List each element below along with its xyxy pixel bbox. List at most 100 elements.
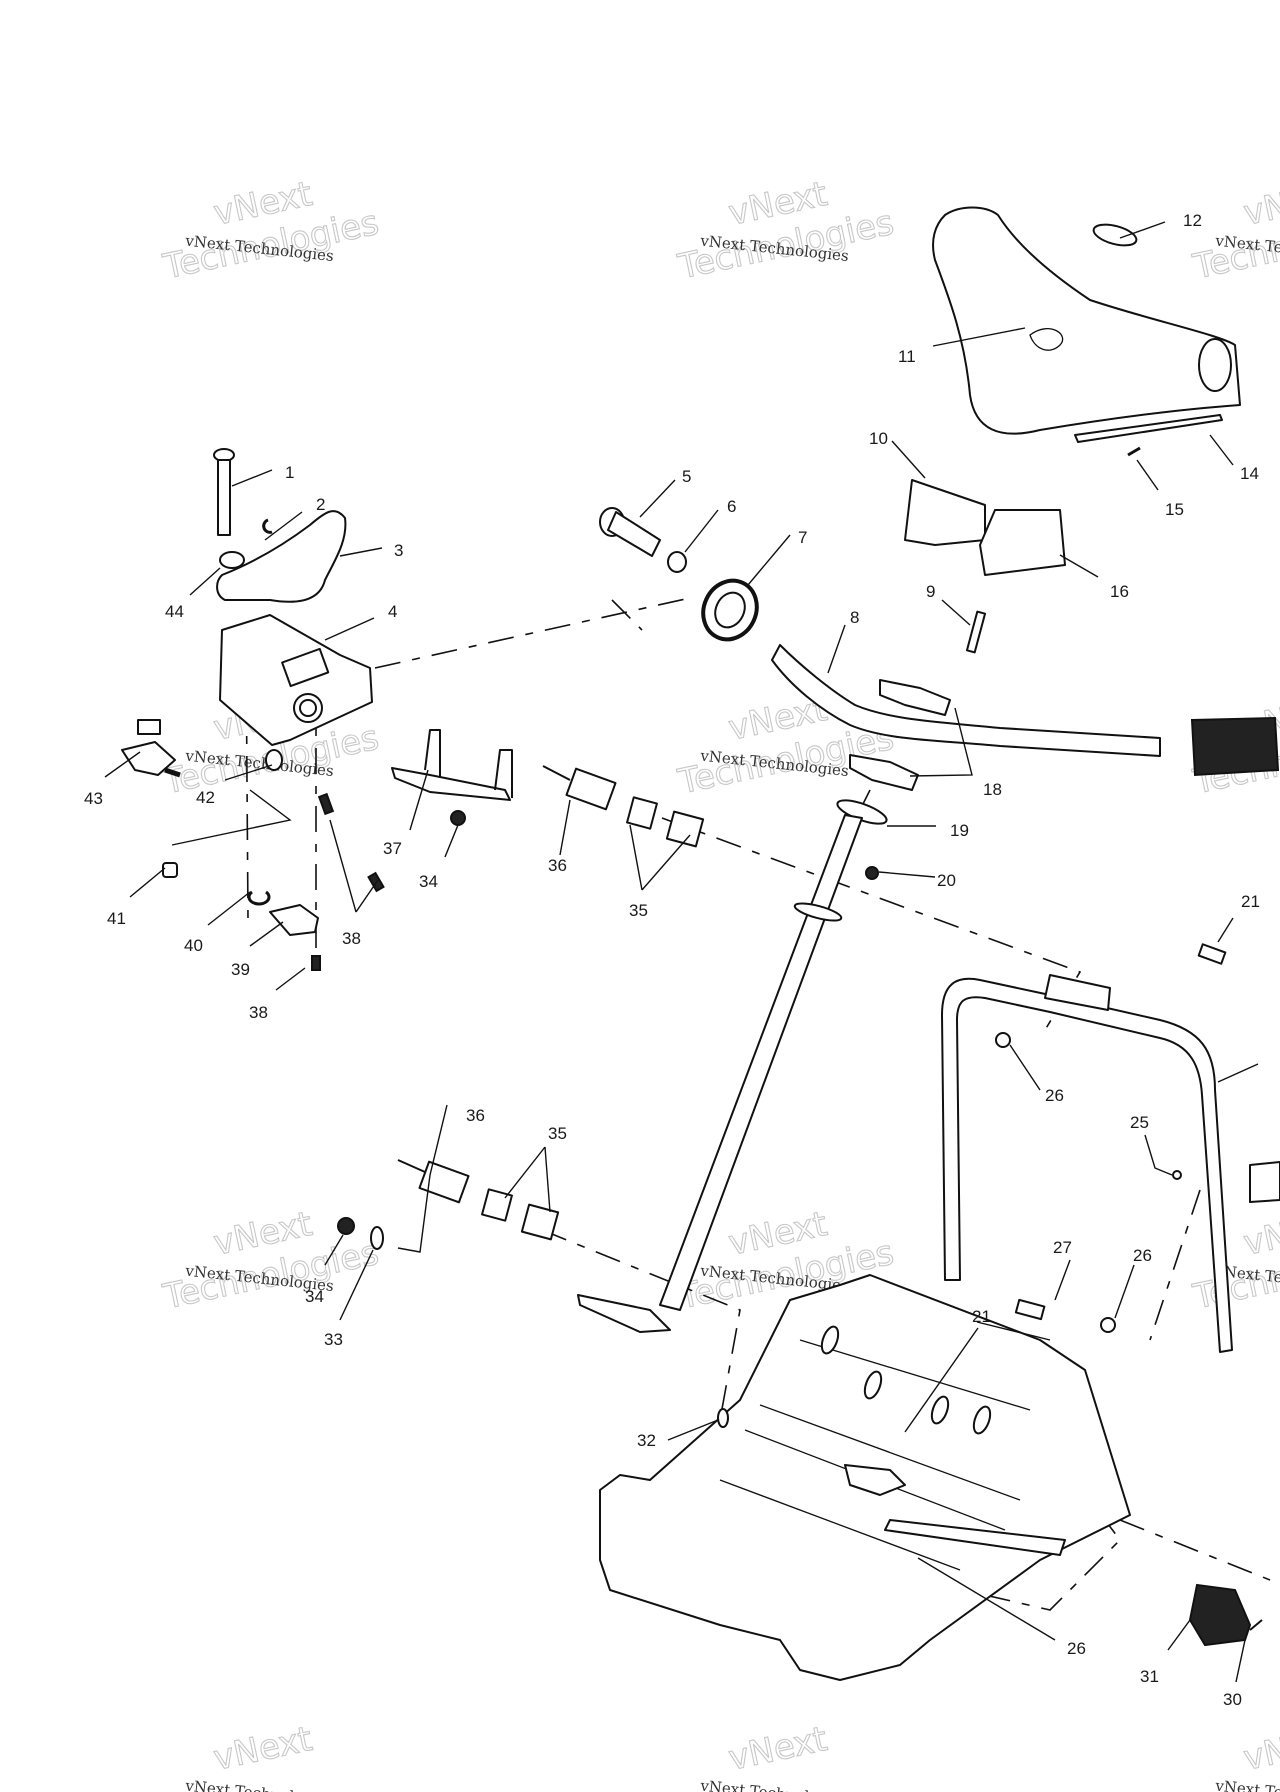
part-bolt	[1014, 1298, 1046, 1321]
part-bushing-block	[542, 765, 617, 811]
watermark: vNext Technologies vNext Technologies	[674, 173, 898, 288]
part-screw	[311, 955, 321, 971]
callout-16: 16	[1110, 582, 1129, 601]
part-bushing	[162, 862, 178, 878]
part-spacer	[667, 551, 687, 573]
callout-42: 42	[196, 788, 215, 807]
part-nut	[450, 810, 466, 826]
callout-12: 12	[1183, 211, 1202, 230]
part-washer	[717, 1408, 729, 1428]
callout-3: 3	[394, 541, 403, 560]
watermark-text: vNext Technologies	[184, 1776, 335, 1792]
assembly-line	[611, 599, 643, 631]
part-strip	[1074, 414, 1223, 443]
part-clip	[995, 1032, 1011, 1048]
part-clip	[1100, 1317, 1116, 1333]
callout-11: 11	[898, 347, 916, 366]
callout-5: 5	[682, 467, 691, 486]
callout-6: 6	[727, 497, 736, 516]
callout-33: 33	[324, 1330, 343, 1349]
part-throttle-housing	[219, 614, 373, 746]
callout-43: 43	[84, 789, 103, 808]
part-bolt	[1197, 943, 1227, 965]
callout-2: 2	[316, 495, 325, 514]
assembly-line	[1149, 1189, 1201, 1341]
callout-31: 31	[1140, 1667, 1159, 1686]
callout-34-lower: 34	[305, 1287, 324, 1306]
callout-7: 7	[798, 528, 807, 547]
callout-14: 14	[1240, 464, 1259, 483]
watermark-big-top: vNext	[725, 1719, 830, 1779]
part-screw	[317, 792, 335, 816]
watermark: vNext vNext Technologies	[1214, 1718, 1280, 1792]
watermark: vNext Technologies vNext Technologies	[159, 173, 383, 288]
callout-35: 35	[629, 901, 648, 920]
callout-26-mid: 26	[1133, 1246, 1152, 1265]
callout-32: 32	[637, 1431, 656, 1450]
callout-10: 10	[869, 429, 888, 448]
part-switch-housing	[904, 479, 986, 546]
callout-44: 44	[165, 602, 184, 621]
part-switch	[121, 719, 181, 778]
part-steering-hoop	[941, 977, 1233, 1353]
callout-8: 8	[850, 608, 859, 627]
part-ball-nut	[865, 866, 879, 880]
part-emblem	[1092, 223, 1138, 247]
part-bushing	[481, 1188, 513, 1222]
callout-41: 41	[107, 909, 126, 928]
part-clip	[262, 518, 273, 534]
part-throttle-lever	[216, 510, 347, 603]
callout-30: 30	[1223, 1690, 1242, 1709]
callout-38: 38	[342, 929, 361, 948]
callout-36-lower: 36	[466, 1106, 485, 1125]
part-guard	[1188, 1583, 1252, 1647]
callout-19: 19	[950, 821, 969, 840]
part-brake-control	[1190, 716, 1280, 777]
callout-35-lower: 35	[548, 1124, 567, 1143]
part-bracket	[391, 729, 513, 801]
part-pad-end	[1198, 338, 1232, 392]
part-grommet	[265, 749, 283, 771]
part-bolt	[599, 507, 661, 557]
part-bushing	[626, 796, 658, 830]
watermark: vNext vNext Technologies	[699, 1718, 850, 1792]
part-steering-post	[659, 814, 863, 1311]
assembly-line	[374, 597, 691, 669]
part-side-panel	[1249, 1161, 1280, 1203]
callout-4: 4	[388, 602, 397, 621]
part-handlebar-clamp	[879, 679, 951, 716]
part-bushing	[520, 1203, 560, 1241]
part-handlebar	[771, 644, 1161, 757]
part-bushing	[665, 810, 705, 848]
watermark: vNext Technologies vNext Technologies	[159, 1203, 383, 1318]
part-pin	[213, 448, 235, 536]
part-nut	[219, 551, 245, 569]
callout-20: 20	[937, 871, 956, 890]
callout-38-lower: 38	[249, 1003, 268, 1022]
part-hoop-bracket	[1044, 974, 1111, 1011]
part-decal	[1029, 328, 1064, 351]
watermark-big-top: vNext	[210, 1719, 315, 1779]
assembly-line	[844, 789, 871, 841]
callout-18: 18	[983, 780, 1002, 799]
callout-21: 21	[1241, 892, 1260, 911]
watermark-big-top: vNext	[1240, 174, 1280, 234]
callout-36: 36	[548, 856, 567, 875]
part-handlebar-pad	[932, 206, 1241, 435]
part-rivet	[1172, 1170, 1182, 1180]
part-bushing-block	[397, 1159, 470, 1204]
assembly-line	[541, 1229, 741, 1421]
watermark: vNext vNext Technologies	[184, 1718, 335, 1792]
part-handlebar-clamp	[849, 754, 919, 791]
callout-9: 9	[926, 582, 935, 601]
callout-labels: 1 2 3 4 5 6 7 8 9 10 11 12 14 15 16 18 1…	[84, 211, 1260, 1709]
leader-lines	[104, 221, 1259, 1683]
callout-15: 15	[1165, 500, 1184, 519]
part-spring	[1249, 1619, 1263, 1631]
part-screw	[1127, 446, 1141, 457]
watermark-big-top: vNext	[1240, 1719, 1280, 1779]
part-bearing	[701, 578, 759, 642]
part-pin	[965, 610, 987, 654]
callout-25: 25	[1130, 1113, 1149, 1132]
